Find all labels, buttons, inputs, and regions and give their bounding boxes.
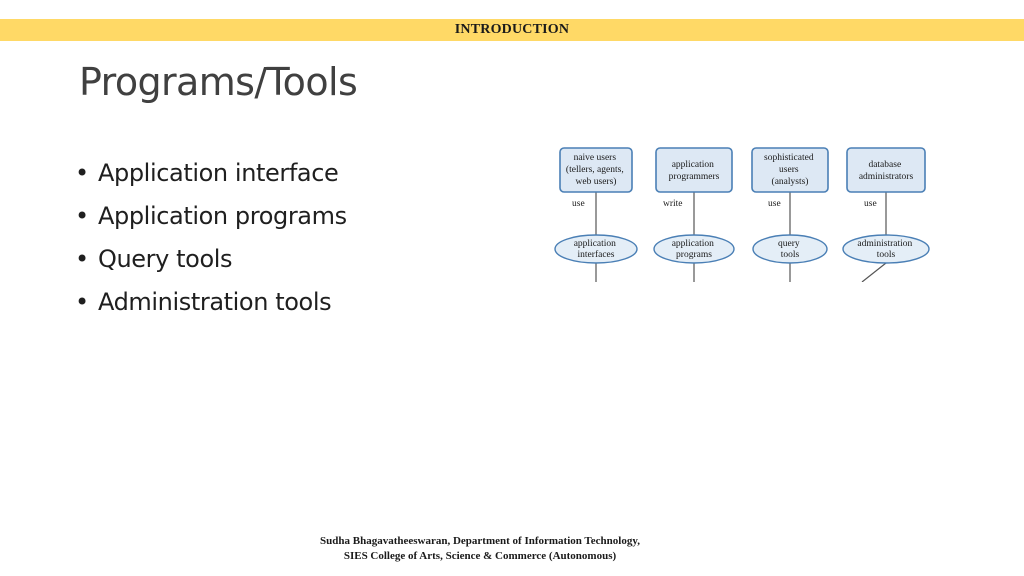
user-box-application-programmers: application programmers [655,147,733,193]
user-box-label: (analysts) [772,176,809,187]
footer: Sudha Bhagavatheeswaran, Department of I… [0,534,960,564]
bullet-text: Application programs [98,202,347,230]
svg-text:administration tools: administration tools [857,239,914,260]
user-tools-diagram: naive users (tellers, agents, web users)… [554,147,930,282]
user-box-label: programmers [669,172,720,182]
tool-ellipse-label: query [778,239,800,249]
bullet-item: • Application programs [75,195,347,238]
user-box-label: sophisticated [764,153,814,163]
tool-ellipse-label: interfaces [578,249,615,260]
bullet-icon: • [75,159,89,187]
bullet-item: • Query tools [75,238,347,281]
tool-ellipse-label: administration [857,239,912,249]
tool-ellipse-label: programs [676,250,712,260]
action-label: use [864,199,877,209]
user-box-label: web users) [576,176,617,187]
tool-ellipse-application-programs: application programs [653,234,735,264]
slide-title: Programs/Tools [79,60,358,104]
user-box-label: naive users [574,153,617,163]
user-box-label: users [779,165,799,175]
svg-text:database administrators: database administrators [859,160,914,182]
bullet-item: • Application interface [75,152,347,195]
user-box-label: database [868,160,901,170]
tool-ellipse-application-interfaces: application interfaces [554,234,638,264]
action-label: use [572,199,585,209]
user-box-sophisticated-users: sophisticated users (analysts) [751,147,829,193]
svg-text:query tools: query tools [778,239,802,260]
footer-line: Sudha Bhagavatheeswaran, Department of I… [320,535,640,547]
tool-ellipse-shape [554,234,638,264]
tool-ellipse-query-tools: query tools [752,234,828,264]
svg-text:application programmers: application programmers [669,160,720,182]
bullet-icon: • [75,202,89,230]
footer-line: SIES College of Arts, Science & Commerce… [343,550,617,562]
tool-ellipse-administration-tools: administration tools [842,234,930,264]
user-box-shape [655,147,733,193]
svg-text:naive users (tellers, ag: naive users (tellers, agents, web users) [566,153,626,187]
tool-ellipse-shape [752,234,828,264]
connector-line [861,262,887,282]
user-box-label: (tellers, agents, [566,164,624,175]
banner-title: INTRODUCTION [454,22,570,37]
svg-text:application interfaces: application interfaces [574,239,619,260]
bullet-text: Application interface [98,159,339,187]
svg-text:sophisticated users: sophisticated users (analysts) [764,153,816,187]
action-label: write [663,199,683,209]
bullet-icon: • [75,288,89,316]
user-box-shape [751,147,829,193]
user-box-shape [846,147,926,193]
svg-text:application programs: application programs [672,239,717,260]
bullet-icon: • [75,245,89,273]
action-label: use [768,199,781,209]
header-banner [0,19,1024,41]
tool-ellipse-shape [653,234,735,264]
tool-ellipse-label: application [574,239,616,249]
user-box-shape [559,147,633,193]
tool-ellipse-label: tools [877,250,896,260]
user-box-naive-users: naive users (tellers, agents, web users) [559,147,633,193]
bullet-text: Query tools [98,245,233,273]
user-box-label: administrators [859,172,914,182]
user-box-label: application [672,160,714,170]
bullet-text: Administration tools [98,288,332,316]
tool-ellipse-shape [842,234,930,264]
bullet-item: • Administration tools [75,281,347,324]
tool-ellipse-label: tools [781,250,800,260]
user-box-database-administrators: database administrators [846,147,926,193]
tool-ellipse-label: application [672,239,714,249]
bullet-list: • Application interface • Application prog… [75,152,347,324]
